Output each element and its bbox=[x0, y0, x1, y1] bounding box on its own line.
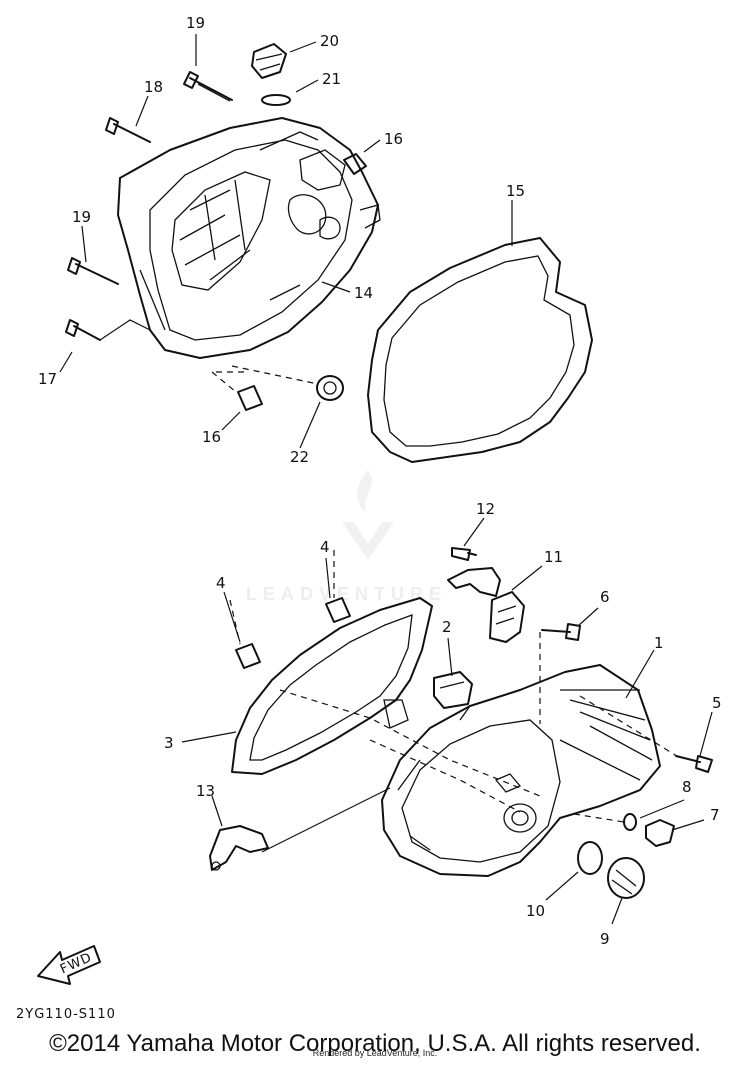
callout-19-top: 19 bbox=[186, 14, 205, 32]
bolt-6 bbox=[541, 623, 581, 641]
callout-11: 11 bbox=[544, 548, 563, 566]
callout-20: 20 bbox=[320, 32, 339, 50]
bracket-13 bbox=[209, 825, 269, 871]
sensor-2 bbox=[433, 671, 473, 709]
dowel-pin-4-right bbox=[325, 597, 351, 623]
bolt-12 bbox=[451, 547, 477, 561]
dowel-pin-4-left bbox=[235, 643, 261, 669]
diagram-code: 2YG110-S110 bbox=[16, 1007, 116, 1022]
callout-10: 10 bbox=[526, 902, 545, 920]
crankcase-cover-1 bbox=[381, 664, 661, 877]
leader-lines bbox=[59, 34, 713, 925]
callout-21: 21 bbox=[322, 70, 341, 88]
callout-14: 14 bbox=[354, 284, 373, 302]
leadventure-watermark-logo: LEADVENTURE bbox=[246, 470, 447, 604]
render-credit: Rendered by LeadVenture, Inc. bbox=[312, 1048, 438, 1058]
gasket-3 bbox=[231, 597, 433, 775]
callout-2: 2 bbox=[442, 618, 452, 636]
plug-7 bbox=[645, 819, 675, 847]
crankcase-cover-14 bbox=[117, 117, 381, 359]
callout-3: 3 bbox=[164, 734, 174, 752]
clamp-11 bbox=[447, 567, 525, 643]
callout-numbers: 19 20 21 18 16 15 19 14 17 16 22 12 11 4… bbox=[38, 14, 722, 948]
callout-16-top: 16 bbox=[384, 130, 403, 148]
o-ring-21 bbox=[261, 94, 291, 106]
callout-16-bottom: 16 bbox=[202, 428, 221, 446]
bolt-19-top bbox=[183, 71, 233, 102]
oil-filler-cap-20 bbox=[251, 43, 287, 79]
copyright-notice: ©2014 Yamaha Motor Corporation, U.S.A. A… bbox=[49, 1030, 701, 1057]
callout-19-left: 19 bbox=[72, 208, 91, 226]
callout-13: 13 bbox=[196, 782, 215, 800]
bolt-19-left bbox=[67, 257, 119, 285]
fwd-arrow-icon: FWD bbox=[37, 945, 101, 985]
callout-12: 12 bbox=[476, 500, 495, 518]
callout-8: 8 bbox=[682, 778, 692, 796]
callout-18: 18 bbox=[144, 78, 163, 96]
cap-9 bbox=[607, 857, 645, 899]
callout-17: 17 bbox=[38, 370, 57, 388]
bolt-17 bbox=[65, 319, 101, 341]
callout-4-left: 4 bbox=[216, 574, 226, 592]
watermark-text: LEADVENTURE bbox=[246, 584, 447, 604]
callout-15: 15 bbox=[506, 182, 525, 200]
bolt-18 bbox=[105, 117, 151, 143]
callout-22: 22 bbox=[290, 448, 309, 466]
gasket-15 bbox=[367, 237, 593, 463]
callout-5: 5 bbox=[712, 694, 722, 712]
bolt-5 bbox=[675, 755, 713, 773]
dowel-pin-16-bottom bbox=[237, 385, 263, 411]
callout-1: 1 bbox=[654, 634, 664, 652]
callout-6: 6 bbox=[600, 588, 610, 606]
callout-4-right: 4 bbox=[320, 538, 330, 556]
plug-22 bbox=[316, 375, 344, 401]
callout-9-label: 9 bbox=[600, 930, 610, 948]
o-ring-10 bbox=[577, 841, 603, 875]
o-ring-8 bbox=[623, 813, 637, 831]
alignment-lines bbox=[211, 365, 681, 823]
dowel-pin-16-top bbox=[343, 153, 367, 175]
callout-7: 7 bbox=[710, 806, 720, 824]
